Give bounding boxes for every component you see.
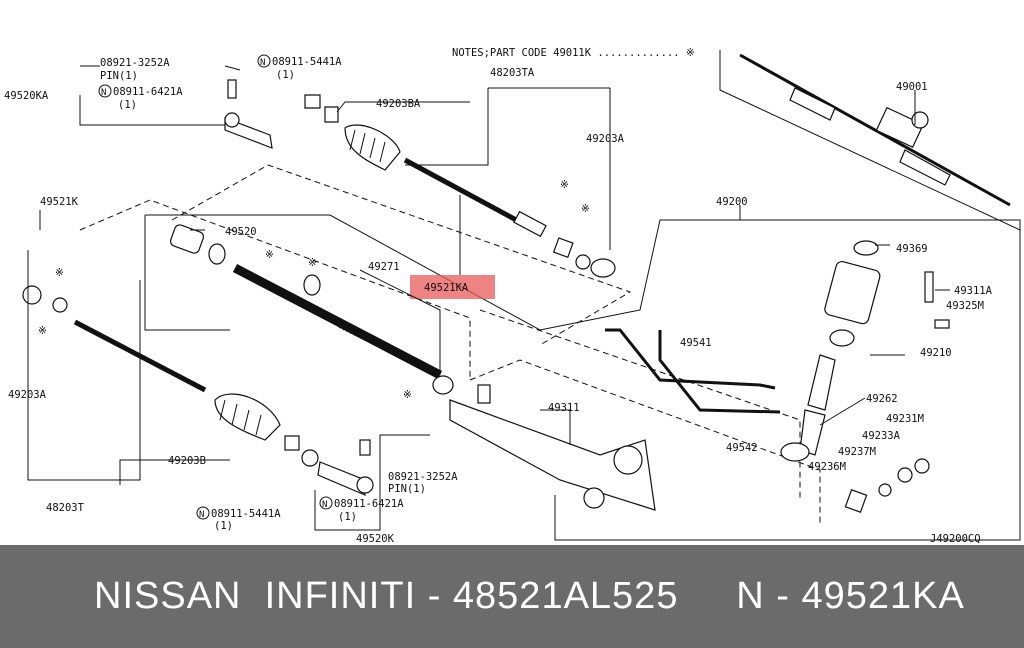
label-49203A-left: 49203A [8, 389, 47, 401]
label-49520K: 49520K [356, 533, 395, 545]
circled-n-markers [98, 54, 333, 520]
ref-mark-3: ※ [581, 203, 590, 215]
label-49210: 49210 [920, 347, 952, 359]
label-49271: 49271 [368, 261, 400, 273]
assembly-frame-lines [39, 50, 1021, 541]
label-49203B: 49203B [168, 455, 206, 467]
ref-mark-6: ※ [38, 325, 47, 337]
label-49369: 49369 [896, 243, 928, 255]
n-mark-2: N [101, 88, 106, 98]
label-08911-5441A-top: 08911-5441A [272, 56, 342, 68]
ref-mark-7: ※ [403, 389, 412, 401]
label-49203BA: 49203BA [376, 98, 421, 110]
pinion-valve [780, 240, 950, 513]
steering-gear-assembly [739, 53, 1011, 207]
label-qty-6421-bottom: (1) [338, 511, 357, 523]
label-48203TA: 48203TA [490, 67, 535, 79]
label-49541: 49541 [680, 337, 712, 349]
highlight-49521KA [410, 275, 495, 299]
label-49520: 49520 [225, 226, 257, 238]
label-qty-6421-top: (1) [118, 99, 137, 111]
label-49236M: 49236M [808, 461, 846, 473]
tie-rod-end-top [224, 65, 273, 149]
label-qty-5441-top: (1) [276, 69, 295, 81]
label-49262: 49262 [866, 393, 898, 405]
ref-mark-2: ※ [560, 179, 569, 191]
label-49231M: 49231M [886, 413, 924, 425]
inner-tie-rod-lower [22, 285, 319, 467]
gear-housing [449, 384, 656, 511]
n-mark-3: N [322, 500, 327, 510]
label-49237M: 49237M [838, 446, 876, 458]
label-49521K: 49521K [40, 196, 79, 208]
ref-mark-5: ※ [55, 267, 64, 279]
caption-text: NISSAN INFINITI - 48521AL525 N - 49521KA [94, 575, 965, 617]
rack-parts [169, 224, 454, 395]
label-49542: 49542 [726, 442, 758, 454]
hydraulic-lines [605, 328, 781, 414]
label-08921-3252A-bottom: 08921-3252A [388, 471, 458, 483]
label-pin-top: PIN(1) [100, 70, 138, 82]
tie-rod-end-bottom [317, 439, 374, 497]
caption-bar: NISSAN INFINITI - 48521AL525 N - 49521KA [0, 545, 1024, 648]
label-49521KA: 49521KA [424, 282, 469, 294]
parts-diagram: 08921-3252A PIN(1) 08911-5441A (1) 49520… [4, 47, 1021, 545]
label-49311A: 49311A [954, 285, 993, 297]
label-49311: 49311 [548, 402, 580, 414]
label-08911-6421A-top: 08911-6421A [113, 86, 183, 98]
ref-mark-1: ※ [265, 249, 274, 261]
label-08911-5441A-bottom: 08911-5441A [211, 508, 281, 520]
label-08921-3252A-top: 08921-3252A [100, 57, 170, 69]
label-08911-6421A-bottom: 08911-6421A [334, 498, 404, 510]
label-notes: NOTES;PART CODE 49011K ............. ※ [452, 47, 695, 59]
inner-tie-rod-upper [304, 94, 616, 278]
diagram-code: J49200CQ [930, 533, 981, 545]
label-48203T: 48203T [46, 502, 85, 514]
n-mark-4: N [199, 510, 204, 520]
label-pin-bottom: PIN(1) [388, 483, 426, 495]
leader-lines [27, 65, 950, 531]
label-qty-5441-bottom: (1) [214, 520, 233, 532]
label-49325M: 49325M [946, 300, 984, 312]
n-mark-1: N [260, 58, 265, 68]
label-49233A: 49233A [862, 430, 901, 442]
label-49001: 49001 [896, 81, 928, 93]
label-49520KA: 49520KA [4, 90, 49, 102]
label-49203A-right: 49203A [586, 133, 625, 145]
ref-mark-4: ※ [308, 257, 317, 269]
label-49200: 49200 [716, 196, 748, 208]
